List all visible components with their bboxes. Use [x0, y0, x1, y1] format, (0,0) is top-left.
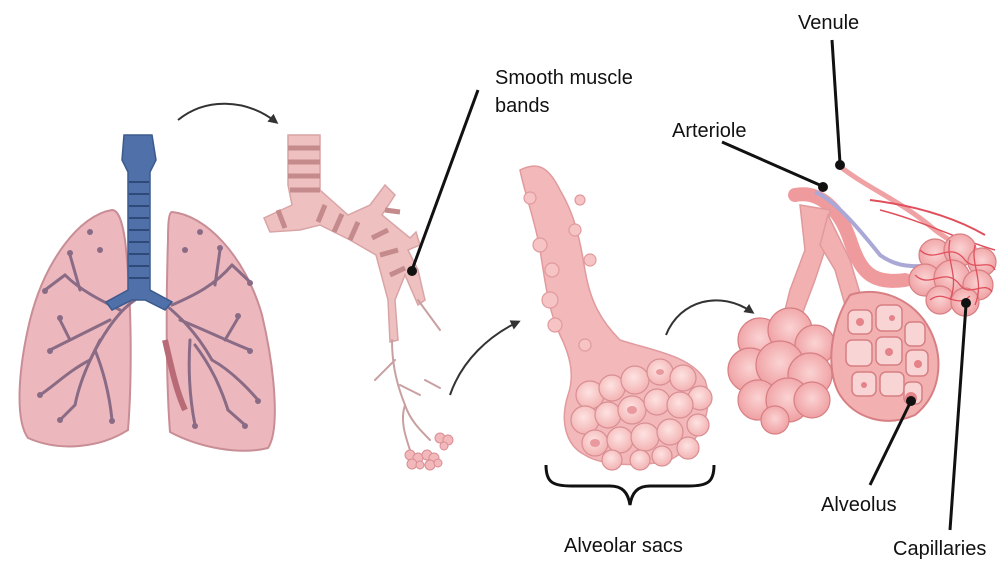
flow-arrow-2 — [450, 322, 518, 395]
left-alveolus-sac — [728, 308, 835, 434]
venule-leader — [832, 40, 845, 170]
smooth-muscle-leader — [407, 90, 478, 276]
alveolus-label: Alveolus — [821, 494, 897, 516]
arteriole-leader — [722, 142, 828, 192]
capillaries-leader — [950, 298, 971, 530]
capillaries-label: Capillaries — [893, 538, 986, 560]
left-lung — [20, 210, 131, 446]
bronchus-illustration — [264, 135, 453, 470]
flow-arrow-3 — [666, 300, 752, 335]
alveolus-cutaway — [831, 292, 938, 421]
flow-arrow-1 — [178, 104, 276, 122]
alveoli-illustration — [728, 165, 996, 434]
lungs-illustration — [20, 135, 275, 451]
alveolar-sacs-brace — [546, 465, 714, 505]
arteriole-label: Arteriole — [672, 120, 746, 142]
venule-label: Venule — [798, 12, 859, 34]
smooth-muscle-label-line1: Smooth muscle — [495, 67, 633, 89]
alveolar-sac-illustration — [520, 166, 712, 470]
smooth-muscle-label-line2: bands — [495, 95, 550, 117]
alveolar-sacs-label: Alveolar sacs — [564, 535, 683, 557]
